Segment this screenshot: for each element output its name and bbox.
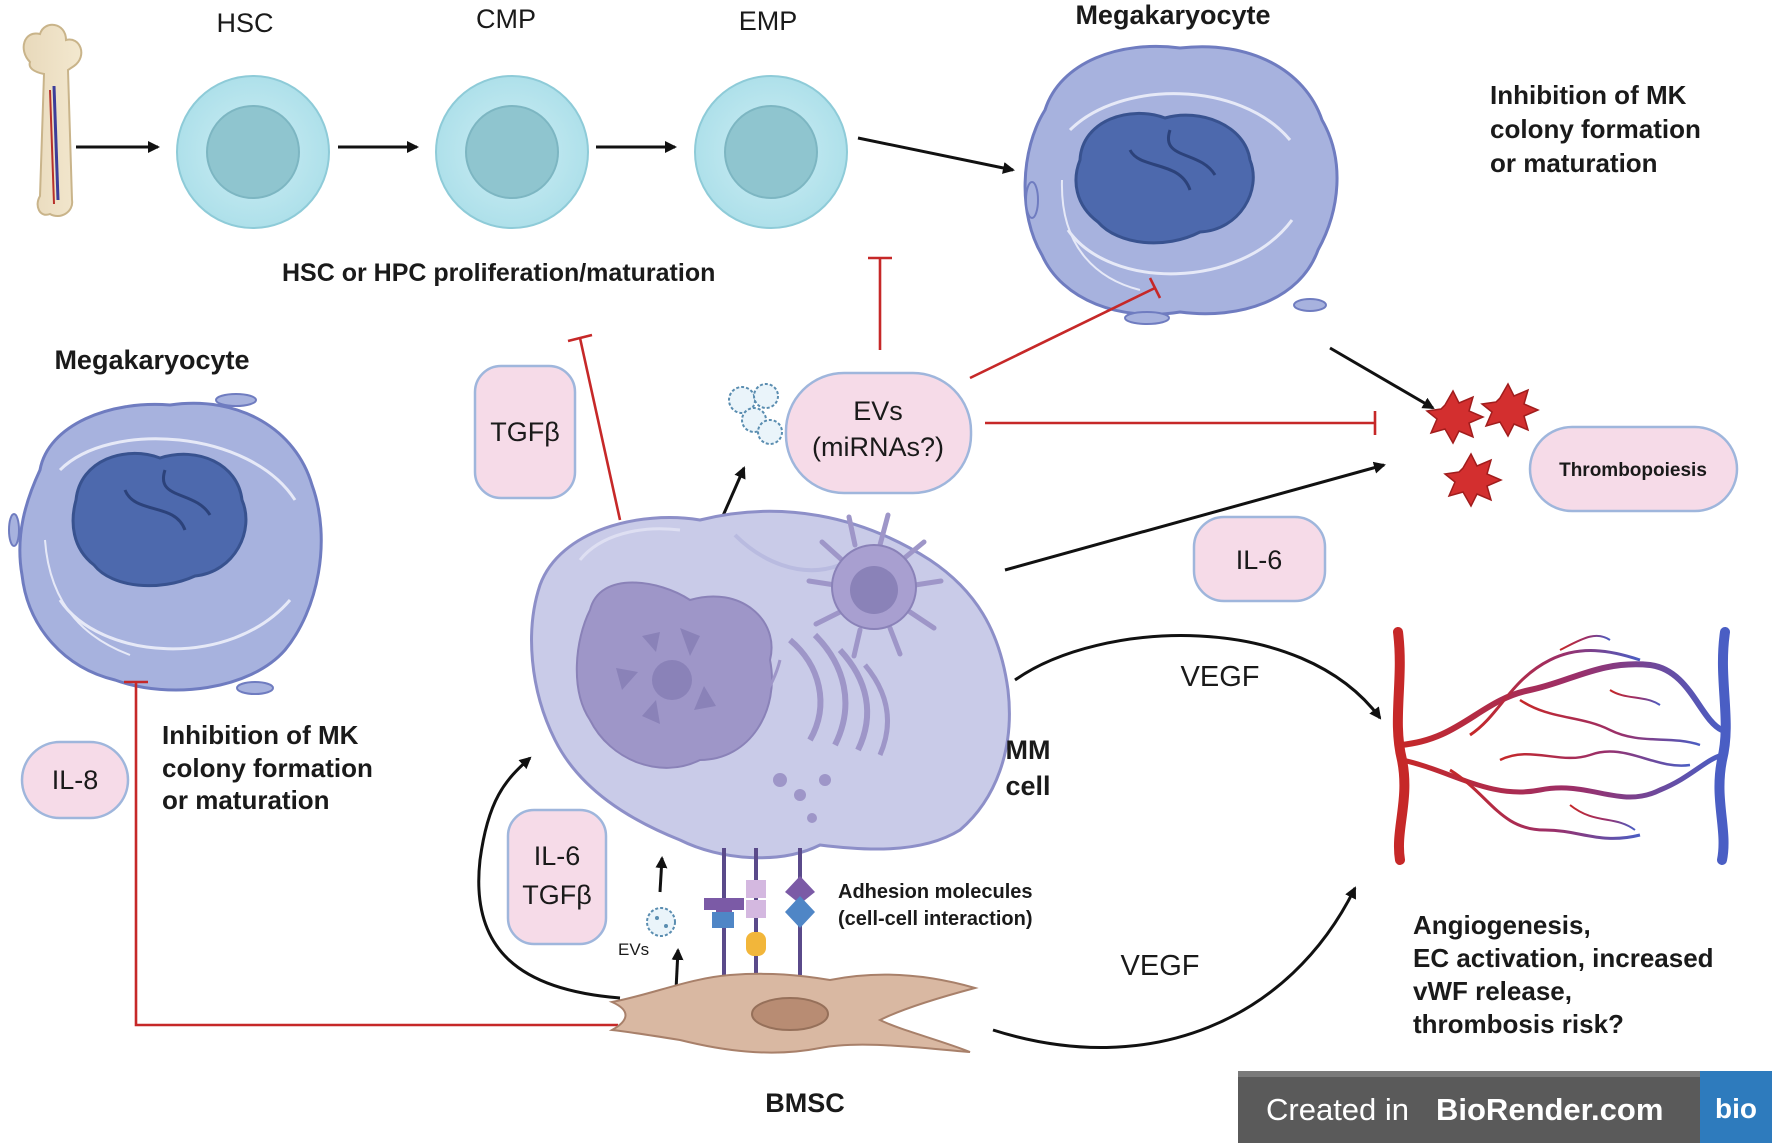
left-inhibition-line1: Inhibition of MK (162, 720, 359, 750)
evs-to-mm-arrow (655, 856, 668, 893)
mm-cell (530, 509, 1011, 860)
il8-pill: IL-8 (20, 740, 130, 820)
left-inhibition-line3: or maturation (162, 785, 330, 815)
angiogenesis-line2: EC activation, increased (1413, 943, 1714, 973)
angiogenesis-line1: Angiogenesis, (1413, 910, 1591, 940)
biorender-brand-text: BioRender.com (1436, 1092, 1663, 1127)
bmsc-to-mm-arrow (477, 756, 621, 1000)
blood-vessels-icon (1392, 627, 1731, 865)
thrombopoiesis-pill: Thrombopoiesis (1528, 425, 1739, 513)
dendritic-cell (806, 512, 944, 659)
il6-pill: IL-6 (1192, 515, 1327, 603)
proliferation-caption: HSC or HPC proliferation/maturation (282, 259, 715, 287)
angiogenesis-line3: vWF release, (1413, 976, 1572, 1006)
tgfb-pill: TGFβ (473, 364, 577, 500)
ev-small-icon (646, 907, 676, 937)
bmsc-label: BMSC (765, 1088, 845, 1118)
emp-label: EMP (739, 6, 798, 36)
emp-cell (694, 75, 848, 229)
tgfb-label: TGFβ (490, 417, 560, 447)
bmsc-inhibits-left-mk (124, 680, 618, 1027)
cmp-label: CMP (476, 4, 536, 34)
biorender-badge[interactable]: Created in BioRender.com bio (1238, 1071, 1772, 1143)
evs-small-label: EVs (618, 940, 649, 959)
thrombopoiesis-label: Thrombopoiesis (1559, 460, 1707, 481)
cmp-cell (435, 75, 589, 229)
il6-tgfb-line2: TGFβ (522, 880, 592, 910)
evs-inhibit-mk (969, 277, 1162, 380)
evs-label-line2: (miRNAs?) (812, 432, 944, 462)
megakaryocyte-top-label: Megakaryocyte (1075, 0, 1270, 30)
platelet-icon (1480, 382, 1540, 438)
mm-vegf-arrow (1014, 634, 1382, 720)
il6-tgfb-line1: IL-6 (534, 841, 581, 871)
megakaryocyte-top (1023, 44, 1339, 325)
adhesion-label-line1: Adhesion molecules (838, 881, 1033, 903)
evs-inhibit-thrombopoiesis (985, 411, 1377, 435)
left-inhibition-line2: colony formation (162, 753, 373, 783)
evs-inhibit-emp (868, 256, 892, 350)
mm-to-thrombopoiesis-arrow (1004, 461, 1386, 572)
bmsc-cell (608, 972, 979, 1054)
adhesion-molecules (704, 848, 815, 975)
ev-cluster-icon (728, 383, 783, 445)
mm-cell-label-line2: cell (1005, 771, 1050, 801)
top-inhibition-line1: Inhibition of MK (1490, 80, 1687, 110)
top-inhibition-line3: or maturation (1490, 148, 1658, 178)
bmsc-to-evs-arrow (671, 948, 684, 991)
il8-label: IL-8 (52, 765, 99, 795)
mk-to-platelets-arrow (1329, 346, 1435, 410)
adhesion-label-line2: (cell-cell interaction) (838, 908, 1033, 930)
bone-icon (22, 24, 83, 218)
platelet-icon (1443, 452, 1503, 508)
hsc-cell (176, 75, 330, 229)
biorender-logo: bio (1715, 1093, 1757, 1124)
top-inhibition-line2: colony formation (1490, 114, 1701, 144)
il6-tgfb-pill: IL-6 TGFβ (506, 808, 608, 946)
evs-pill: EVs (miRNAs?) (784, 371, 973, 495)
platelet-icon (1425, 389, 1485, 445)
mm-inhibits-proliferation (567, 333, 622, 521)
bmsc-vegf-arrow (992, 886, 1357, 1049)
hsc-label: HSC (216, 8, 273, 38)
il6-label: IL-6 (1236, 545, 1283, 575)
vegf-upper-label: VEGF (1181, 661, 1260, 693)
mm-to-evs-arrow (720, 466, 746, 519)
megakaryocyte-left-label: Megakaryocyte (54, 345, 249, 375)
created-in-text: Created in (1266, 1092, 1409, 1127)
evs-label-line1: EVs (853, 396, 903, 426)
mm-cell-label-line1: MM (1006, 735, 1051, 765)
emp-to-mk-arrow (857, 136, 1015, 174)
angiogenesis-line4: thrombosis risk? (1413, 1009, 1624, 1039)
vegf-lower-label: VEGF (1121, 950, 1200, 982)
megakaryocyte-left (8, 393, 323, 695)
